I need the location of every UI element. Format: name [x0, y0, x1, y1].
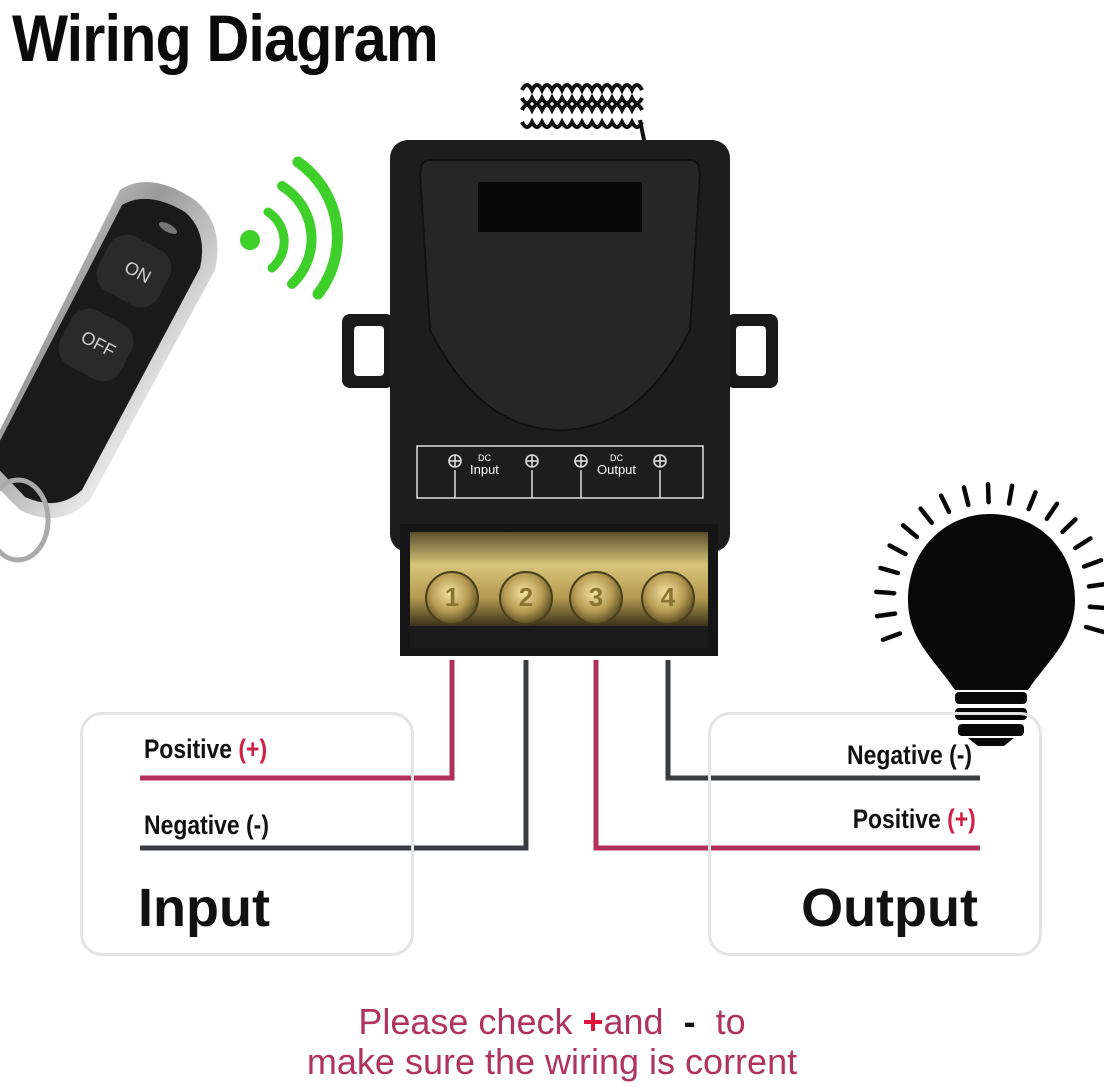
module-output-dc: DC [610, 453, 624, 463]
wiring-note-line2: make sure the wiring is corrent [306, 1041, 798, 1082]
output-negative-wire [665, 660, 980, 781]
light-ray [874, 611, 898, 619]
input-positive-label: Positive (+) [144, 734, 268, 764]
output-positive-sign: (+) [947, 804, 976, 834]
input-positive-wire [140, 660, 455, 781]
light-ray [1072, 536, 1093, 551]
input-negative-label: Negative (-) [144, 810, 269, 840]
remote-off-button [58, 308, 134, 382]
light-ray [938, 493, 952, 515]
terminal-screws [425, 571, 695, 625]
module-input-dc: DC [477, 453, 491, 463]
terminal-number-3: 3 [588, 582, 604, 612]
light-ray [874, 589, 897, 596]
terminal-screw-4 [641, 571, 695, 625]
module-input-label: DC Input [470, 452, 499, 476]
input-box [80, 712, 414, 956]
output-box [708, 712, 1042, 956]
terminal-number-1: 1 [444, 582, 460, 612]
light-ray [880, 631, 903, 642]
light-ray [887, 543, 908, 557]
remote-led-icon [158, 222, 178, 234]
light-ray [1006, 483, 1015, 506]
light-ray [1044, 501, 1060, 522]
light-ray [1026, 490, 1038, 512]
light-ray [878, 565, 901, 576]
module-output-label: DC Output [597, 452, 636, 476]
wiring-note-line1: Please check +and - to [358, 1001, 746, 1042]
light-ray [1060, 517, 1078, 535]
terminal-number-4: 4 [660, 582, 676, 612]
wires [140, 660, 980, 851]
input-negative-wire [140, 660, 529, 851]
output-positive-label: Positive (+) [852, 804, 976, 834]
output-negative-label: Negative (-) [847, 740, 972, 770]
wireless-signal-icon [240, 156, 343, 300]
terminal-screw-1 [425, 571, 479, 625]
light-ray [1086, 582, 1104, 589]
light-ray [961, 485, 971, 508]
light-ray [1087, 604, 1104, 611]
remote-on-button [96, 234, 172, 308]
note-minus-sign: - [683, 1001, 696, 1042]
module-input-text: Input [470, 462, 499, 477]
light-ray [985, 481, 991, 505]
output-heading: Output [801, 878, 978, 938]
light-ray [1083, 624, 1104, 635]
terminal-number-2: 2 [518, 582, 534, 612]
module-window [478, 182, 642, 232]
light-bulb-icon [874, 481, 1104, 746]
keyring-icon [0, 477, 51, 563]
remote-control [0, 182, 218, 563]
light-ray [918, 506, 934, 526]
terminal-screw-2 [499, 571, 553, 625]
light-ray [900, 523, 920, 540]
note-plus-sign: + [582, 1001, 604, 1042]
input-heading: Input [138, 878, 270, 938]
module-output-text: Output [597, 462, 637, 477]
antenna-icon [520, 83, 647, 146]
relay-module [342, 140, 778, 656]
output-positive-wire [593, 660, 980, 851]
input-positive-sign: (+) [238, 734, 268, 764]
terminal-marker-icon [448, 454, 667, 468]
terminal-screw-3 [569, 571, 623, 625]
light-ray [1081, 558, 1104, 569]
page-title: Wiring Diagram [12, 1, 439, 75]
